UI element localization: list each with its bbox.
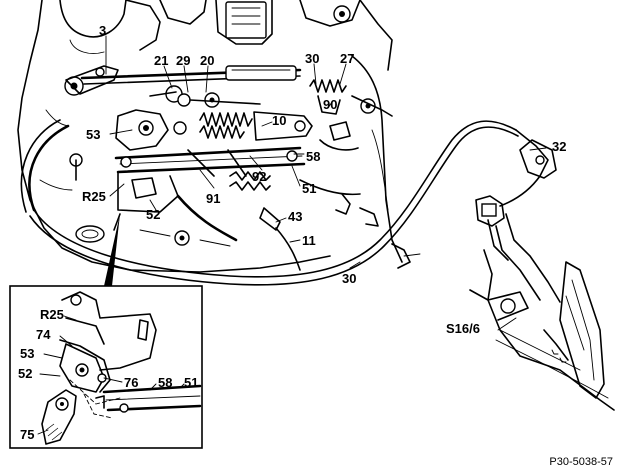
callout-52: 52 — [146, 207, 161, 222]
callout-58: 58 — [306, 149, 321, 164]
throttle-linkage — [65, 65, 393, 271]
callout-3: 3 — [99, 23, 107, 38]
callout-32: 32 — [552, 139, 567, 154]
callout-10: 10 — [272, 113, 287, 128]
callout-27: 27 — [340, 51, 355, 66]
callout-30-top: 30 — [305, 51, 320, 66]
callout-R25: R25 — [82, 189, 106, 204]
inset-callout-75: 75 — [20, 427, 35, 442]
inset-callout-51: 51 — [184, 375, 199, 390]
detail-inset — [9, 213, 203, 449]
callout-S16-6: S16/6 — [446, 321, 480, 336]
leader-lines — [37, 35, 547, 435]
engine-block — [17, 0, 421, 273]
inset-callout-58: 58 — [158, 375, 173, 390]
callout-11: 11 — [302, 233, 316, 248]
callout-53: 53 — [86, 127, 101, 142]
callout-91: 91 — [206, 191, 221, 206]
callout-29: 29 — [176, 53, 191, 68]
inset-callout-76: 76 — [124, 375, 139, 390]
inset-callout-74: 74 — [36, 327, 51, 342]
callout-21: 21 — [154, 53, 169, 68]
callout-92: 92 — [252, 169, 267, 184]
inset-callout-R25: R25 — [40, 307, 64, 322]
cable-30 — [20, 119, 519, 286]
accelerator-pedal-assembly — [469, 129, 615, 411]
callout-90: 90 — [323, 97, 338, 112]
inset-callout-53: 53 — [20, 346, 35, 361]
callout-30-bottom: 30 — [342, 271, 357, 286]
figure-reference-code: P30-5038-57 — [549, 456, 613, 468]
inset-callout-52: 52 — [18, 366, 33, 381]
callout-43: 43 — [288, 209, 303, 224]
callout-51: 51 — [302, 181, 317, 196]
callout-20: 20 — [200, 53, 215, 68]
